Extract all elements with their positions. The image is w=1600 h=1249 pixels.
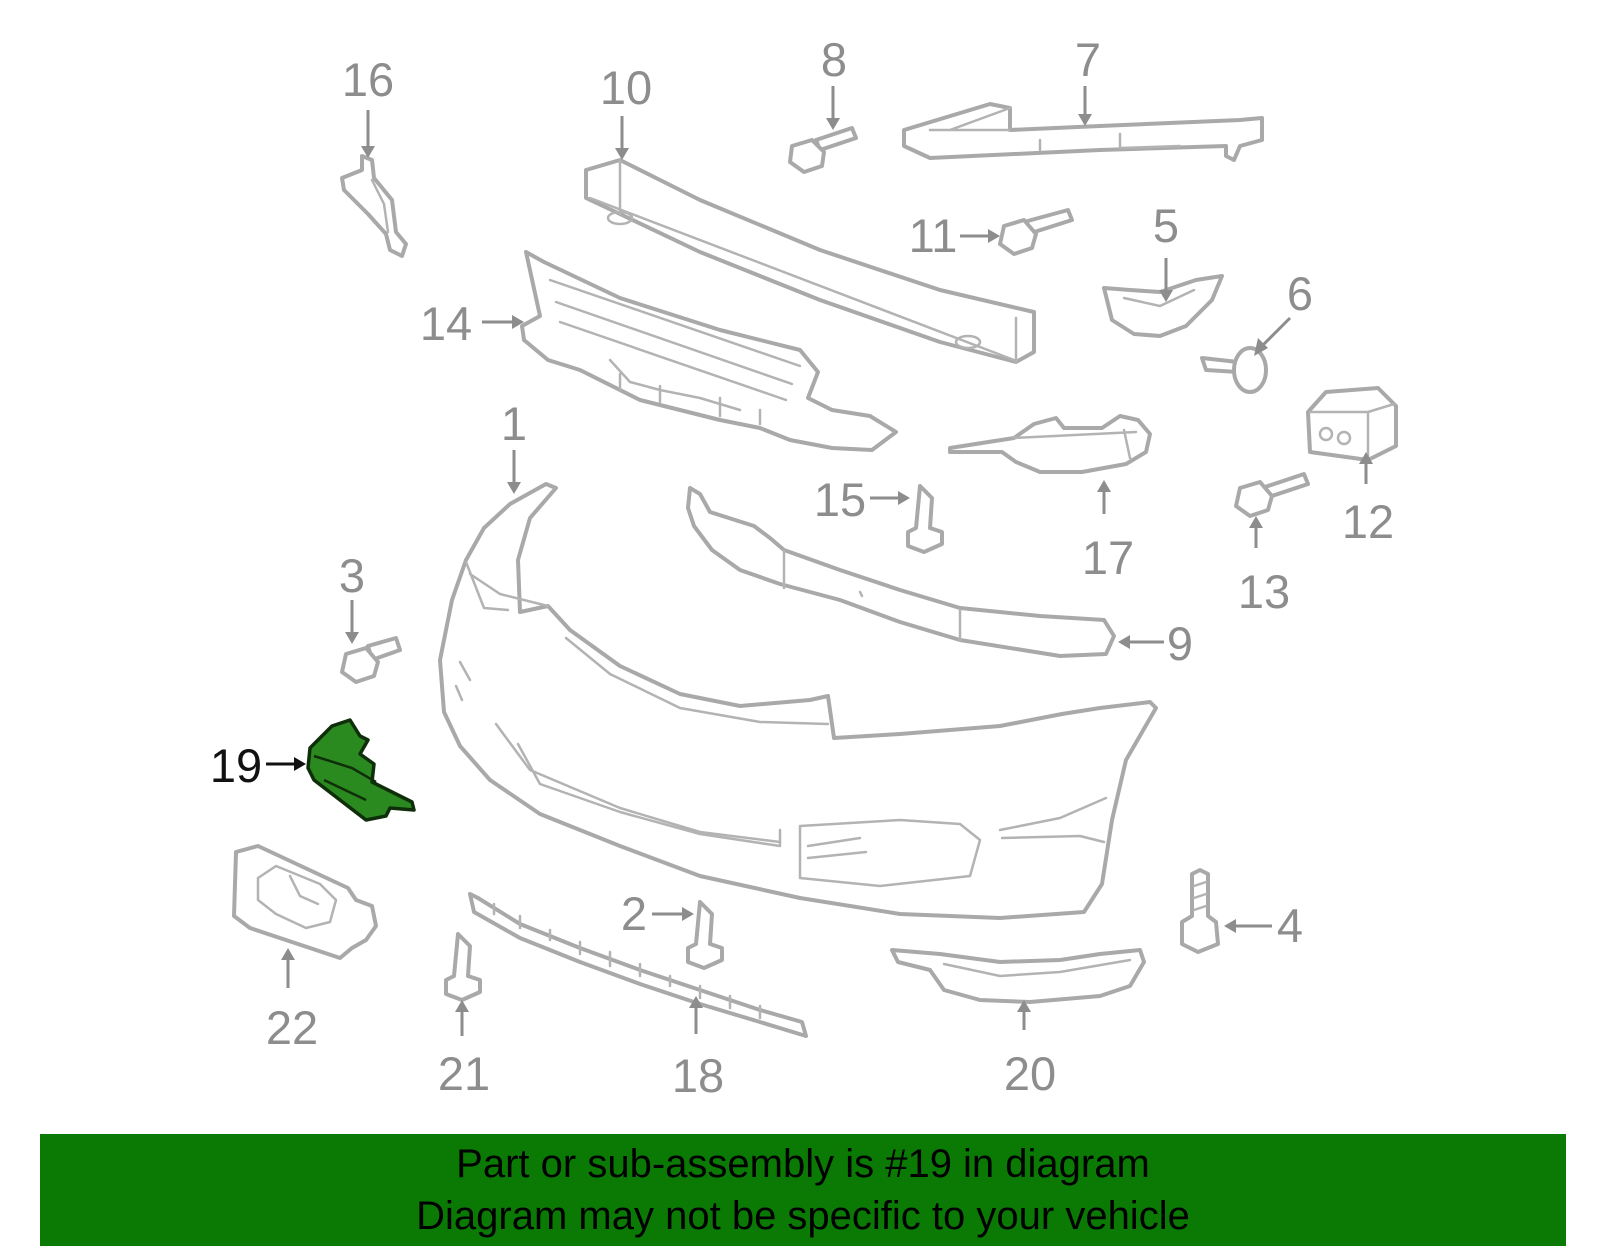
callout-16: 16 bbox=[342, 53, 394, 106]
callout-13: 13 bbox=[1238, 565, 1290, 618]
part-6[interactable] bbox=[1200, 346, 1268, 394]
part-19-highlighted[interactable] bbox=[306, 718, 416, 822]
callout-14: 14 bbox=[420, 297, 472, 350]
part-20[interactable] bbox=[890, 948, 1146, 1004]
callout-10: 10 bbox=[600, 61, 652, 114]
callout-3: 3 bbox=[339, 549, 365, 602]
part-9[interactable] bbox=[686, 486, 1116, 658]
callout-22: 22 bbox=[266, 1001, 318, 1054]
callout-15: 15 bbox=[814, 473, 866, 526]
part-8[interactable] bbox=[788, 126, 858, 174]
part-5[interactable] bbox=[1102, 274, 1224, 338]
info-banner: Part or sub-assembly is #19 in diagram D… bbox=[40, 1134, 1566, 1246]
callout-20: 20 bbox=[1004, 1047, 1056, 1100]
part-12[interactable] bbox=[1306, 386, 1398, 462]
callout-6: 6 bbox=[1287, 267, 1313, 320]
callout-9: 9 bbox=[1167, 617, 1193, 670]
parts-diagram: 16 10 8 7 11 5 6 14 1 15 17 13 12 9 3 19… bbox=[210, 33, 1398, 1102]
banner-line-disclaimer: Diagram may not be specific to your vehi… bbox=[416, 1194, 1190, 1238]
part-17[interactable] bbox=[948, 414, 1152, 474]
callout-7: 7 bbox=[1075, 33, 1101, 86]
callout-labels: 16 10 8 7 11 5 6 14 1 15 17 13 12 9 3 19… bbox=[210, 33, 1394, 1102]
banner-line-part: Part or sub-assembly is #19 in diagram bbox=[456, 1142, 1150, 1186]
callout-12: 12 bbox=[1342, 495, 1394, 548]
part-7[interactable] bbox=[902, 102, 1264, 162]
part-14[interactable] bbox=[520, 250, 898, 452]
part-18[interactable] bbox=[468, 892, 808, 1038]
part-13[interactable] bbox=[1234, 472, 1310, 518]
part-22[interactable] bbox=[232, 844, 378, 960]
part-3[interactable] bbox=[340, 636, 402, 684]
part-10[interactable] bbox=[584, 158, 1036, 364]
part-2[interactable] bbox=[686, 900, 724, 970]
part-15[interactable] bbox=[906, 484, 944, 554]
part-16[interactable] bbox=[340, 154, 408, 258]
callout-4: 4 bbox=[1277, 899, 1303, 952]
part-1[interactable] bbox=[438, 482, 1158, 920]
callout-11: 11 bbox=[909, 209, 958, 262]
leader-lines bbox=[266, 86, 1373, 1036]
callout-5: 5 bbox=[1153, 199, 1179, 252]
callout-1: 1 bbox=[501, 397, 527, 450]
callout-21: 21 bbox=[438, 1047, 490, 1100]
callout-17: 17 bbox=[1082, 531, 1134, 584]
callout-2: 2 bbox=[621, 887, 647, 940]
part-11[interactable] bbox=[998, 208, 1074, 256]
part-21[interactable] bbox=[444, 932, 482, 1002]
part-4[interactable] bbox=[1180, 868, 1220, 954]
callout-19: 19 bbox=[210, 739, 262, 792]
callout-18: 18 bbox=[672, 1049, 724, 1102]
callout-8: 8 bbox=[821, 33, 847, 86]
